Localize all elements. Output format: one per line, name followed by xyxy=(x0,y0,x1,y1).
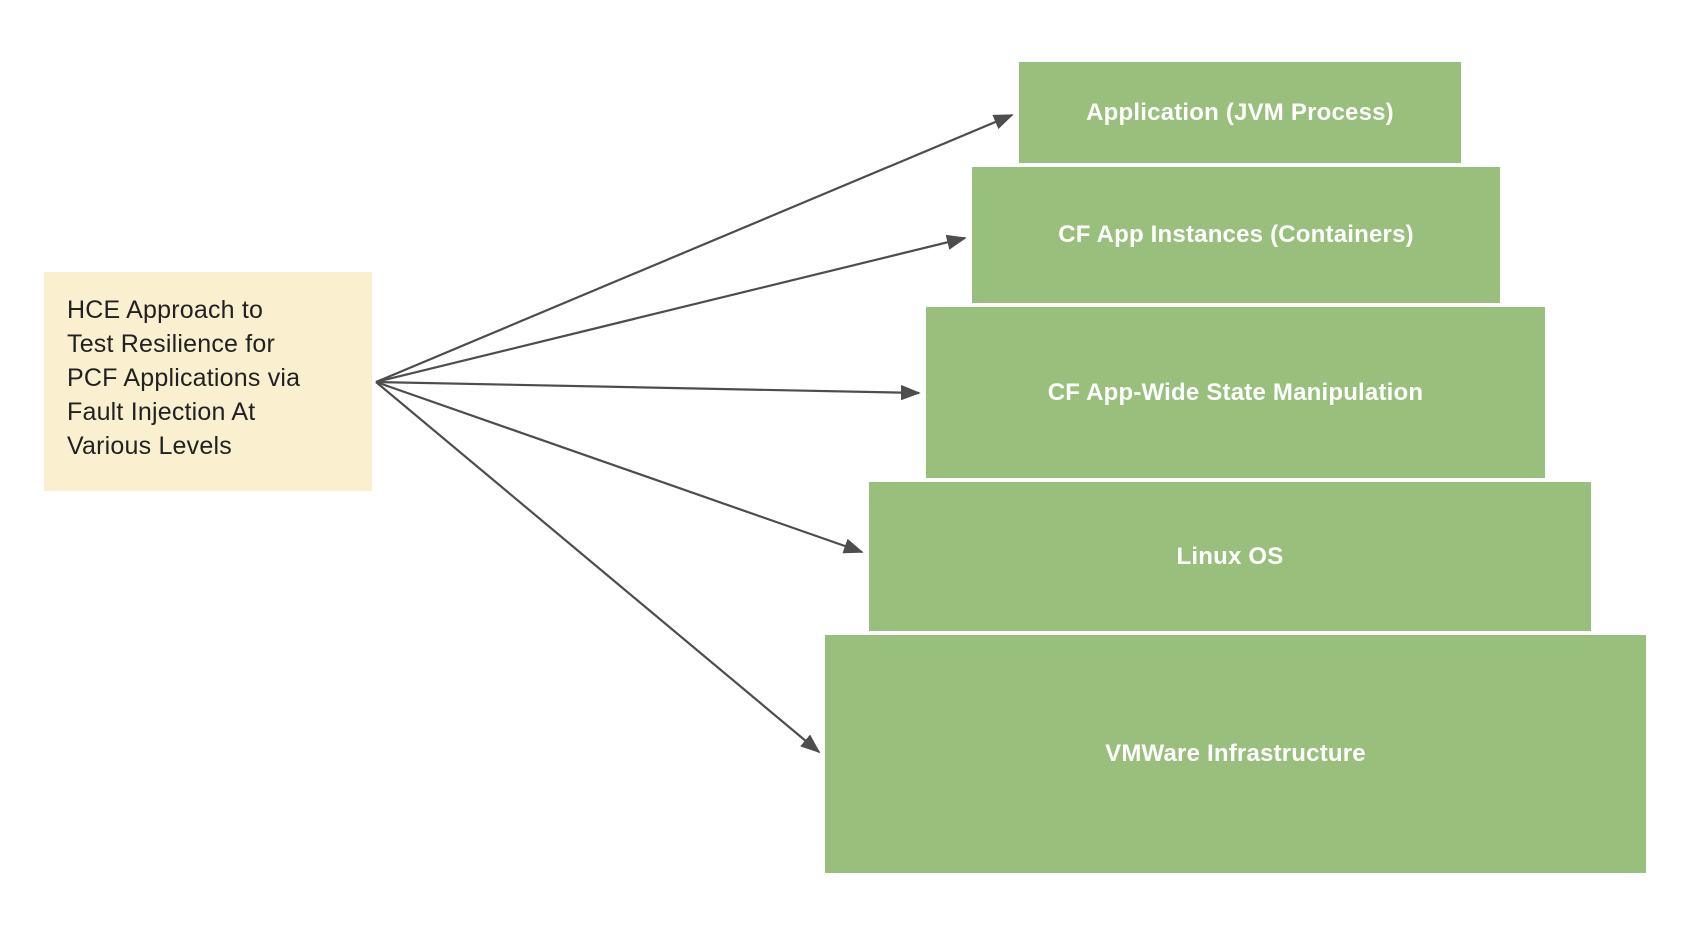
level-label: CF App-Wide State Manipulation xyxy=(1047,378,1424,406)
arrow-to-state-manipulation-icon xyxy=(375,380,921,401)
arrow-to-vmware-icon xyxy=(375,381,821,754)
level-box-cf-app-instances-containers: CF App Instances (Containers) xyxy=(972,167,1500,303)
note-line-1: HCE Approach to xyxy=(67,296,264,324)
note-line-3: PCF Applications via xyxy=(67,364,301,392)
note-line-5: Various Levels xyxy=(67,432,232,460)
arrow-to-application-icon xyxy=(375,113,1014,384)
note-line-4: Fault Injection At xyxy=(67,398,256,426)
note-line-2: Test Resilience for xyxy=(67,330,276,358)
level-box-cf-app-wide-state-manipulation: CF App-Wide State Manipulation xyxy=(926,307,1545,478)
arrow-to-linux-os-icon xyxy=(375,380,864,554)
level-box-vmware-infrastructure: VMWare Infrastructure xyxy=(825,635,1646,873)
level-box-linux-os: Linux OS xyxy=(869,482,1591,631)
hce-approach-note: HCE Approach to Test Resilience for PCF … xyxy=(44,272,372,491)
level-label: CF App Instances (Containers) xyxy=(1058,221,1414,248)
level-box-application-jvm-process: Application (JVM Process) xyxy=(1019,62,1461,163)
level-label: VMWare Infrastructure xyxy=(1105,740,1366,767)
arrow-to-cf-app-instances-icon xyxy=(375,234,967,384)
level-label: Linux OS xyxy=(1176,542,1284,570)
level-label: Application (JVM Process) xyxy=(1086,98,1394,126)
